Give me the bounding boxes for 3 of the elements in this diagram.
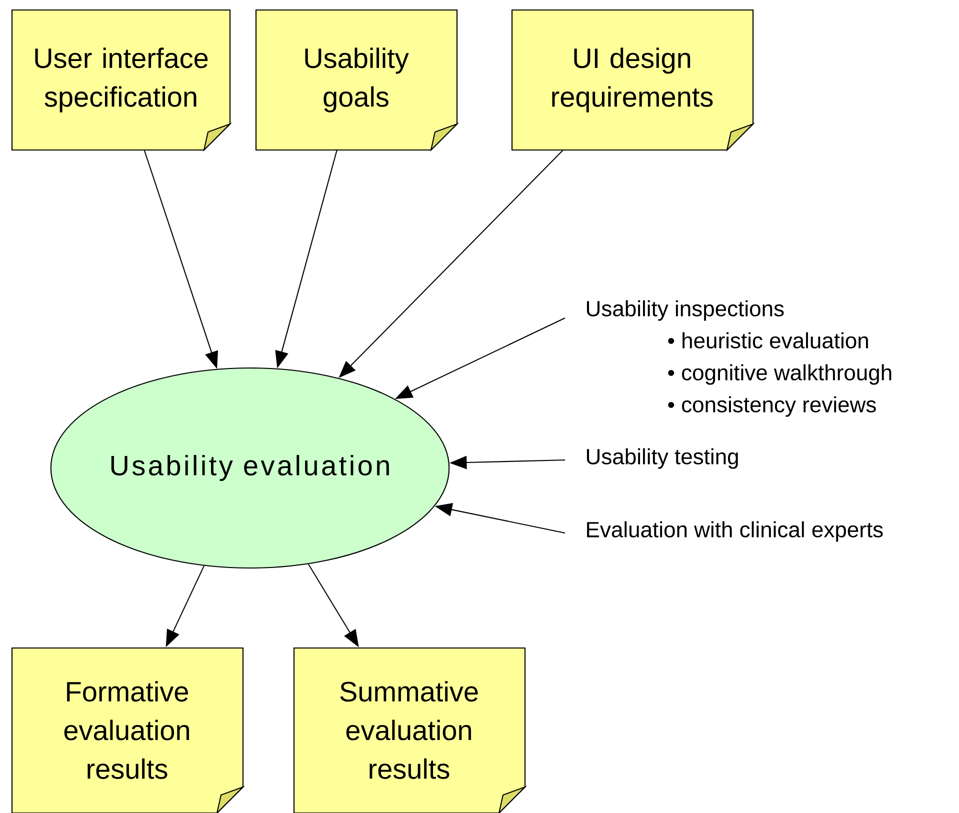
side-label: Usability inspections • heuristic evaluation • cognitive walkthrough • consistency reviews xyxy=(586,300,892,417)
side-label: Evaluation with clinical experts xyxy=(587,521,883,542)
side-label: Usability testing xyxy=(586,448,738,469)
